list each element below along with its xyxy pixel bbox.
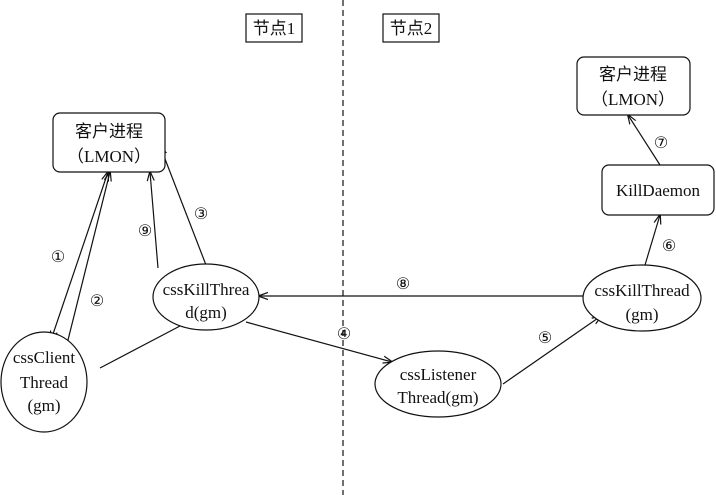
step-2-label: ② bbox=[90, 291, 104, 310]
edge-7 bbox=[628, 115, 661, 166]
svg-text:cssKillThrea: cssKillThrea bbox=[163, 280, 250, 299]
client-process-right: 客户进程 （LMON） bbox=[576, 56, 691, 116]
svg-text:cssKillThread: cssKillThread bbox=[594, 281, 690, 300]
edge-3 bbox=[160, 146, 207, 266]
step-9-label: ⑨ bbox=[138, 221, 152, 240]
step-7-label: ⑦ bbox=[654, 133, 668, 152]
svg-text:客户进程: 客户进程 bbox=[599, 65, 667, 84]
svg-text:(gm): (gm) bbox=[625, 305, 658, 324]
node1-label: 节点1 bbox=[253, 19, 296, 38]
svg-text:客户进程: 客户进程 bbox=[75, 122, 143, 141]
node1-label-box: 节点1 bbox=[245, 13, 303, 43]
edge-1 bbox=[51, 172, 108, 340]
svg-text:（LMON）: （LMON） bbox=[67, 147, 151, 166]
step-5-label: ⑤ bbox=[538, 328, 552, 347]
edge-5 bbox=[502, 316, 601, 385]
svg-text:cssListener: cssListener bbox=[400, 365, 477, 384]
css-client-thread: cssClient Thread (gm) bbox=[0, 331, 88, 433]
svg-text:（LMON）: （LMON） bbox=[591, 90, 675, 109]
edge-4 bbox=[245, 321, 392, 362]
svg-text:(gm): (gm) bbox=[27, 396, 60, 415]
svg-text:KillDaemon: KillDaemon bbox=[616, 181, 701, 200]
css-listener-thread: cssListener Thread(gm) bbox=[374, 350, 502, 418]
client-process-left: 客户进程 （LMON） bbox=[52, 112, 166, 173]
kill-daemon: KillDaemon bbox=[601, 164, 715, 216]
step-6-label: ⑥ bbox=[662, 236, 676, 255]
step-4-label: ④ bbox=[337, 324, 351, 343]
css-kill-thread-right: cssKillThread (gm) bbox=[582, 264, 702, 332]
css-kill-thread-left: cssKillThrea d(gm) bbox=[152, 263, 260, 331]
step-8-label: ⑧ bbox=[396, 274, 410, 293]
edge-client-kill bbox=[99, 325, 181, 369]
step-3-label: ③ bbox=[194, 204, 208, 223]
edge-6 bbox=[644, 215, 660, 266]
step-1-label: ① bbox=[51, 247, 65, 266]
svg-text:d(gm): d(gm) bbox=[185, 303, 227, 322]
edge-2 bbox=[67, 172, 110, 341]
svg-text:Thread(gm): Thread(gm) bbox=[397, 388, 478, 407]
node2-label-box: 节点2 bbox=[382, 13, 440, 43]
svg-text:cssClient: cssClient bbox=[13, 348, 76, 367]
node2-label: 节点2 bbox=[390, 19, 433, 38]
svg-text:Thread: Thread bbox=[20, 373, 69, 392]
edge-9 bbox=[150, 172, 159, 269]
